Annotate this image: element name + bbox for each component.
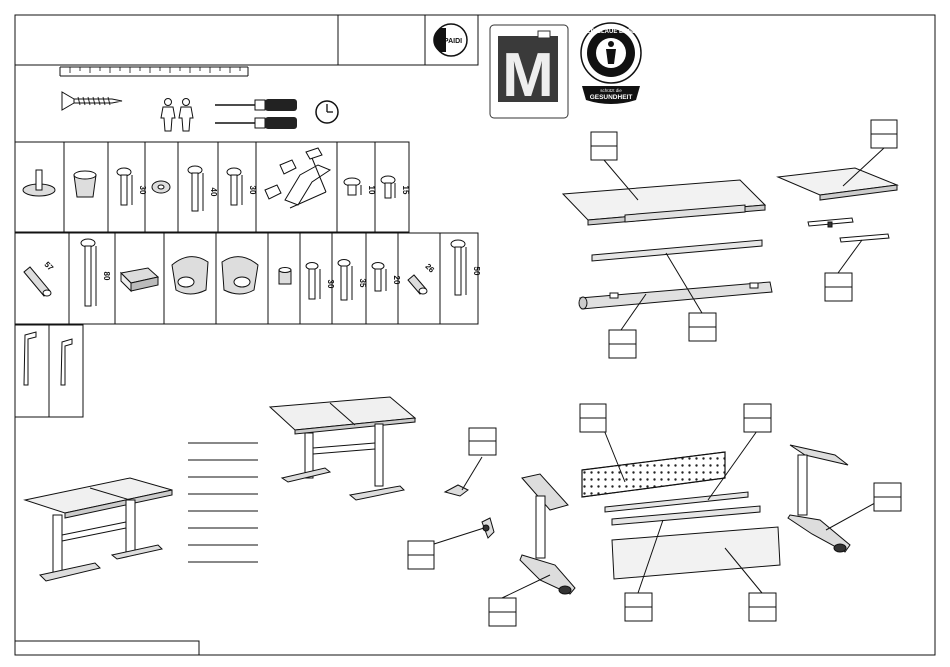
- blue-angel-bottom-text: GESUNDHEIT: [590, 94, 633, 101]
- callout-box: [489, 598, 516, 626]
- part-length-label-30-c: 30: [326, 280, 335, 289]
- part-cap: [74, 171, 96, 197]
- part-screw-10: 10: [344, 178, 376, 195]
- cross-bars: [605, 492, 760, 525]
- part-washer: [152, 181, 170, 193]
- brand-logo-text: PAIDI: [444, 38, 462, 45]
- part-length-label-50: 50: [472, 267, 481, 276]
- callout-box: [580, 404, 606, 432]
- part-hinge-bracket: [265, 148, 330, 208]
- callout-box: [469, 428, 496, 455]
- part-screw-15: 15: [381, 176, 410, 198]
- callout-box: [689, 313, 716, 341]
- part-length-label-15: 15: [401, 186, 410, 195]
- right-leg-frame: [788, 445, 850, 552]
- callout-box: [825, 273, 852, 301]
- hinge-bars: [808, 218, 889, 242]
- part-screw-30-b: 30: [227, 168, 257, 205]
- allen-key-large-icon: [24, 332, 36, 385]
- callout-box: [749, 593, 776, 621]
- part-leveling-foot: [23, 170, 55, 196]
- blue-angel-small-text: schützt die: [600, 88, 622, 93]
- assembled-desk-flat: [25, 478, 172, 581]
- part-length-label-26: 26: [423, 262, 436, 275]
- clock-icon: [316, 101, 338, 123]
- screw-icon: [62, 92, 122, 110]
- callout-box: [744, 404, 771, 432]
- part-spacer: [279, 268, 291, 285]
- callout-box: [625, 593, 652, 621]
- callout-box: [609, 330, 636, 358]
- crank-handle: [445, 485, 494, 538]
- support-rod: [592, 240, 762, 261]
- part-foot-cover-left: [172, 257, 208, 294]
- brand-logo: PAIDI: [433, 24, 467, 56]
- footer-box: [15, 641, 199, 655]
- part-screw-40: 40: [188, 166, 218, 211]
- part-screw-30-a: 30: [117, 168, 147, 205]
- page-border: [15, 15, 935, 655]
- part-screw-30-c: 30: [306, 263, 335, 300]
- two-people-icon: [161, 99, 193, 132]
- part-screw-80: 80: [81, 239, 111, 306]
- ruler-icon: [60, 67, 248, 76]
- flat-screwdriver-icon: [215, 117, 297, 129]
- note-lines: [188, 443, 258, 562]
- part-length-label-80: 80: [102, 272, 111, 281]
- part-screw-35: 35: [338, 260, 367, 301]
- part-length-label-30-a: 30: [138, 186, 147, 195]
- m-certification-letter: M: [502, 41, 554, 110]
- perforated-back-panel: [582, 452, 725, 497]
- blue-angel-eco-label: DER BLAUE ENGEL schützt die GESUNDHEIT: [581, 23, 641, 104]
- header-block: [15, 15, 478, 65]
- part-length-label-20: 20: [392, 276, 401, 285]
- part-screw-50: 50: [451, 240, 481, 295]
- part-length-label-10: 10: [367, 186, 376, 195]
- part-length-label-30-b: 30: [248, 186, 257, 195]
- part-dowel-57: 57: [24, 260, 55, 296]
- part-plug: [121, 268, 158, 291]
- m-certification-badge: M: [490, 25, 568, 118]
- tools-row: [60, 67, 338, 131]
- part-foot-cover-right: [222, 257, 258, 294]
- allen-key-small-icon: [61, 339, 72, 385]
- blue-angel-top-text: DER BLAUE ENGEL: [582, 29, 640, 35]
- desktop-panel: [563, 180, 765, 225]
- part-length-label-40: 40: [209, 188, 218, 197]
- part-length-label-35: 35: [358, 279, 367, 288]
- assembled-desk-tilted: [270, 397, 415, 500]
- modesty-panel: [612, 527, 780, 579]
- phillips-screwdriver-icon: [215, 99, 297, 111]
- callout-box: [408, 541, 434, 569]
- part-length-label-57: 57: [42, 260, 55, 273]
- front-rail: [579, 282, 772, 309]
- part-dowel-26: 26: [408, 262, 436, 294]
- callout-box: [591, 132, 617, 160]
- part-screw-20: 20: [372, 263, 401, 292]
- callout-box: [871, 120, 897, 148]
- shelf-panel: [778, 168, 897, 200]
- callout-box: [874, 483, 901, 511]
